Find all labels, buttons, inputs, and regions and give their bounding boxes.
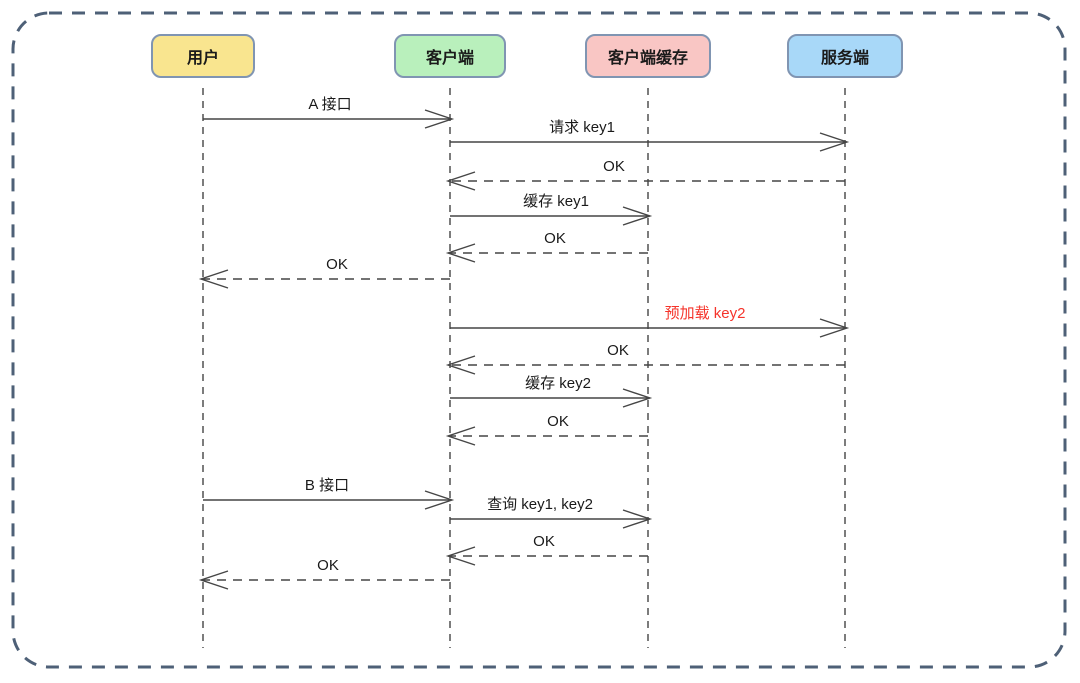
message-label-11: B 接口: [304, 477, 350, 494]
actor-box-user: 用户: [151, 34, 255, 78]
message-label-10: OK: [547, 413, 569, 430]
actor-label-user: 用户: [186, 50, 219, 67]
message-label-9: 缓存 key2: [525, 375, 591, 392]
actor-label-server: 服务端: [820, 50, 869, 67]
message-label-1: A 接口: [308, 96, 352, 113]
arrowhead-2: [819, 132, 850, 152]
actor-box-client: 客户端: [394, 34, 506, 78]
arrowhead-4: [622, 206, 653, 226]
actor-label-client: 客户端: [425, 50, 474, 67]
arrowhead-8: [445, 355, 476, 375]
message-label-13: OK: [533, 533, 555, 550]
frame-border: [11, 11, 1067, 669]
message-label-12: 查询 key1, key2: [487, 496, 593, 513]
actor-box-server: 服务端: [787, 34, 903, 78]
arrowhead-9: [622, 388, 653, 408]
arrowhead-13: [445, 546, 476, 566]
arrowhead-11: [424, 490, 455, 510]
arrowhead-10: [445, 426, 476, 446]
arrowhead-3: [445, 171, 476, 191]
message-label-4: 缓存 key1: [523, 193, 589, 210]
arrowhead-5: [445, 243, 476, 263]
actor-box-client-cache: 客户端缓存: [585, 34, 711, 78]
arrowhead-14: [198, 570, 229, 590]
message-label-6: OK: [326, 256, 348, 273]
message-label-7: 预加载 key2: [664, 305, 746, 322]
message-label-8: OK: [607, 342, 629, 359]
arrowhead-1: [424, 109, 455, 129]
message-label-14: OK: [317, 557, 339, 574]
message-label-3: OK: [603, 158, 625, 175]
message-label-2: 请求 key1: [549, 119, 615, 136]
actor-label-client-cache: 客户端缓存: [607, 50, 688, 67]
arrowhead-12: [622, 509, 653, 529]
message-label-5: OK: [544, 230, 566, 247]
arrowhead-7: [819, 318, 850, 338]
arrowhead-6: [198, 269, 229, 289]
